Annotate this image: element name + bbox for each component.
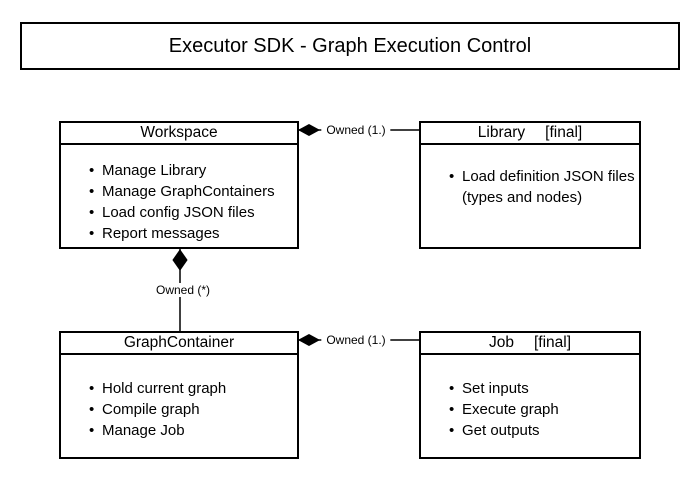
feature-item: Load definition JSON files (types and no… xyxy=(421,166,639,208)
composition-diamond-graphcontainer-job xyxy=(297,334,321,346)
feature-item: Execute graph xyxy=(421,399,639,420)
feature-item: Hold current graph xyxy=(61,378,297,399)
feature-item: Manage GraphContainers xyxy=(61,181,297,202)
class-box-workspace: Workspace Manage Library Manage GraphCon… xyxy=(59,121,299,249)
class-name-library: Library xyxy=(477,124,526,141)
class-modifier-job: [final] xyxy=(533,334,572,351)
composition-diamond-workspace-graphcontainer xyxy=(172,249,188,271)
feature-item: Get outputs xyxy=(421,420,639,441)
class-header-workspace: Workspace xyxy=(61,123,297,145)
feature-item: Compile graph xyxy=(61,399,297,420)
feature-item: Load config JSON files xyxy=(61,202,297,223)
class-box-job: Job [final] Set inputs Execute graph Get… xyxy=(419,331,641,459)
class-header-library: Library [final] xyxy=(421,123,639,145)
class-header-job: Job [final] xyxy=(421,333,639,355)
feature-item: Manage Library xyxy=(61,160,297,181)
feature-item: Set inputs xyxy=(421,378,639,399)
class-name-job: Job xyxy=(488,334,514,351)
class-body-workspace: Manage Library Manage GraphContainers Lo… xyxy=(61,145,297,244)
feature-item: Manage Job xyxy=(61,420,297,441)
class-body-library: Load definition JSON files (types and no… xyxy=(421,145,639,208)
connector-label-graphcontainer-job: Owned (1.) xyxy=(321,333,391,347)
class-box-library: Library [final] Load definition JSON fil… xyxy=(419,121,641,249)
class-modifier-library: [final] xyxy=(545,124,583,141)
class-box-graphcontainer: GraphContainer Hold current graph Compil… xyxy=(59,331,299,459)
class-name-graphcontainer: GraphContainer xyxy=(123,334,235,351)
feature-item: Report messages xyxy=(61,223,297,244)
diagram-title-box: Executor SDK - Graph Execution Control xyxy=(20,22,680,70)
class-name-workspace: Workspace xyxy=(140,124,218,141)
class-body-graphcontainer: Hold current graph Compile graph Manage … xyxy=(61,355,297,441)
class-header-graphcontainer: GraphContainer xyxy=(61,333,297,355)
composition-diamond-workspace-library xyxy=(297,124,321,136)
connector-label-workspace-graphcontainer: Owned (*) xyxy=(150,283,216,297)
class-body-job: Set inputs Execute graph Get outputs xyxy=(421,355,639,441)
connector-label-workspace-library: Owned (1.) xyxy=(321,123,391,137)
diagram-title: Executor SDK - Graph Execution Control xyxy=(168,34,532,57)
